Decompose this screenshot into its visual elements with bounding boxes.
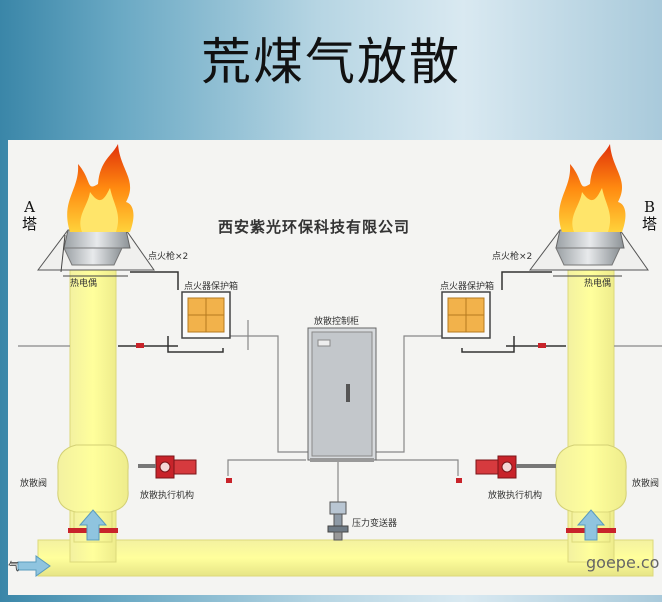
igniter-label-left: 点火枪×2 [148, 252, 189, 262]
actuator-right [475, 455, 556, 479]
pressure-transmitter-label: 压力变送器 [352, 519, 398, 529]
diagram-drawing [17, 144, 662, 577]
igniter-label-right: 点火枪×2 [492, 252, 533, 262]
inlet-label-fragment: 气 [8, 560, 19, 573]
igniter-box-right [441, 291, 491, 339]
igniter-box-left [181, 291, 231, 339]
actuator-label-left: 放散执行机构 [140, 491, 195, 501]
thermocouple-label-right: 热电偶 [584, 279, 612, 289]
tower-b-letter: B [643, 198, 656, 216]
tower-b-label: B 塔 [642, 199, 657, 233]
igniter-box-label-right: 点火器保护箱 [440, 282, 495, 292]
tower-a-label: A 塔 [22, 199, 37, 233]
control-cabinet [307, 327, 377, 462]
valve-label-left: 放散阀 [20, 479, 48, 489]
igniter-box-label-left: 点火器保护箱 [184, 282, 239, 292]
tower-b-name: 塔 [642, 215, 658, 233]
tower-a-letter: A [24, 198, 35, 216]
actuator-left [138, 455, 197, 479]
flare-diagram: 西安紫光环保科技有限公司 A 塔 B 塔 点火枪×2 点火枪×2 热电偶 热电偶… [8, 140, 662, 595]
actuator-label-right: 放散执行机构 [488, 491, 543, 501]
left-tower [37, 144, 155, 563]
watermark: goepe.co [586, 553, 660, 572]
pressure-transmitter [327, 501, 349, 541]
valve-label-right: 放散阀 [632, 479, 660, 489]
control-cabinet-label: 放散控制柜 [314, 317, 360, 327]
tower-a-name: 塔 [22, 215, 38, 233]
slide-title: 荒煤气放散 [201, 33, 461, 91]
company-name: 西安紫光环保科技有限公司 [218, 218, 411, 236]
right-tower [529, 144, 649, 563]
header-pipe [37, 539, 654, 577]
thermocouple-label-left: 热电偶 [70, 279, 98, 289]
